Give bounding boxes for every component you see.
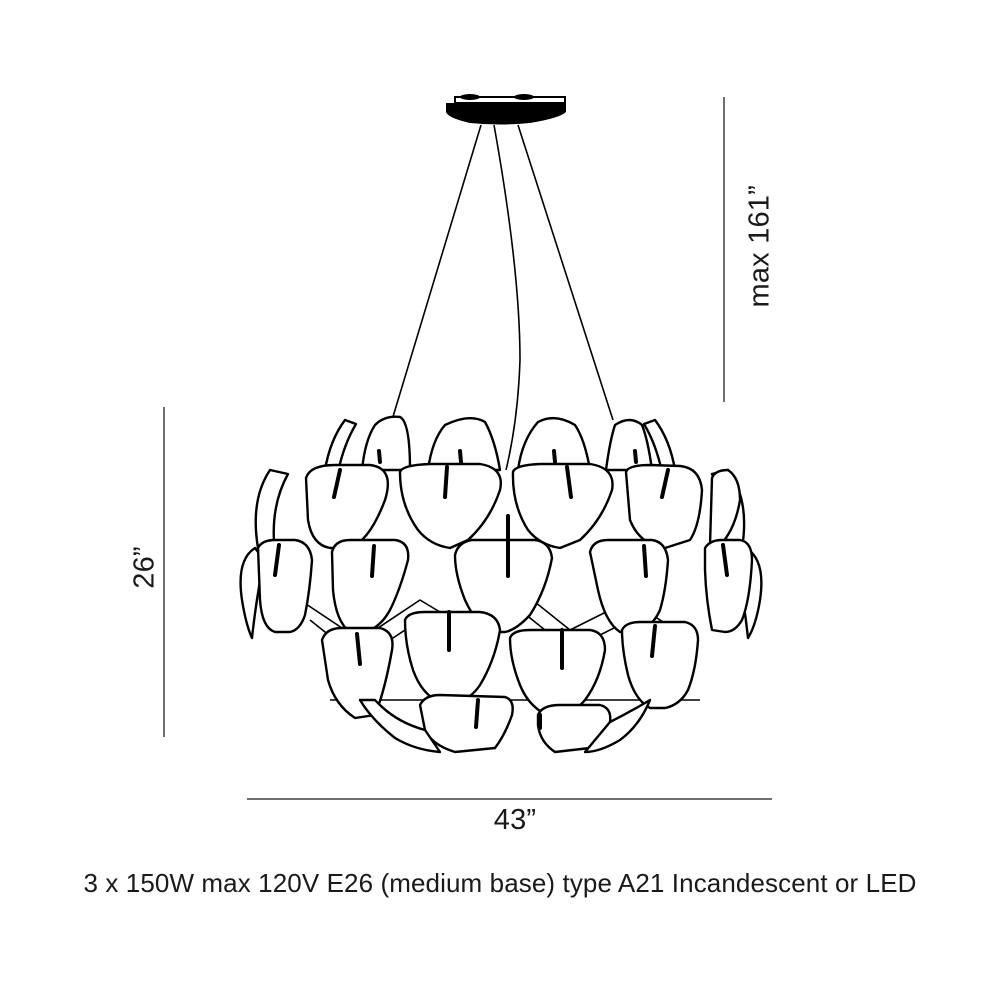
bulb-spec-caption: 3 x 150W max 120V E26 (medium base) type… <box>83 868 917 898</box>
lamp-body <box>239 415 763 754</box>
ceiling-canopy <box>446 94 566 125</box>
max-height-label: max 161” <box>743 185 776 308</box>
body-height-label: 26” <box>128 546 161 589</box>
width-label: 43” <box>493 804 537 836</box>
suspension-cables <box>391 124 614 471</box>
